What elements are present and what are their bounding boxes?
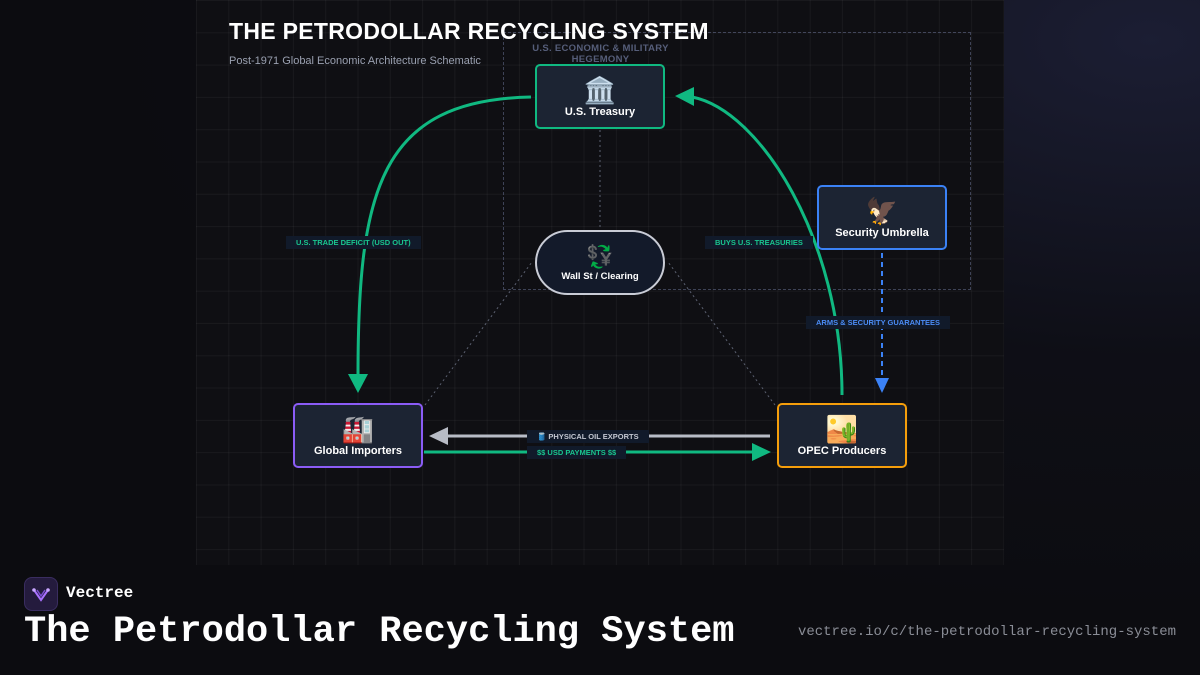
importers-node-label: Global Importers xyxy=(313,444,403,457)
global-importers-node[interactable]: 🏭 Global Importers xyxy=(293,403,423,468)
diagram-subtitle: Post-1971 Global Economic Architecture S… xyxy=(229,55,481,67)
trade-deficit-arrowhead xyxy=(348,374,368,393)
treasury-node-label: U.S. Treasury xyxy=(564,105,636,118)
buys-treasuries-label: BUYS U.S. TREASURIES xyxy=(705,236,813,249)
footer-url-link[interactable]: vectree.io/c/the-petrodollar-recycling-s… xyxy=(797,624,1176,640)
treasury-node[interactable]: 🏛️ U.S. Treasury xyxy=(535,64,665,129)
trade-deficit-arrow xyxy=(356,95,532,376)
importers-wallst-connector xyxy=(424,261,533,406)
opec-producers-node[interactable]: 🏜️ OPEC Producers xyxy=(777,403,907,468)
arms-guarantees-arrowhead xyxy=(875,378,889,393)
footer-brand-name: Vectree xyxy=(66,584,134,602)
footer-title: The Petrodollar Recycling System xyxy=(24,611,735,653)
opec-node-label: OPEC Producers xyxy=(797,444,887,457)
oil-exports-label: 🛢️ PHYSICAL OIL EXPORTS xyxy=(527,430,649,443)
factory-icon: 🏭 xyxy=(341,413,375,444)
hegemony-group-box xyxy=(503,32,971,290)
oil-exports-arrowhead xyxy=(429,427,448,445)
vectree-logo-mark xyxy=(32,588,50,602)
trade-deficit-label: U.S. TRADE DEFICIT (USD OUT) xyxy=(286,236,421,249)
buys-treasuries-arrowhead xyxy=(675,87,694,106)
usd-payments-arrowhead xyxy=(752,443,771,461)
diagram-title: THE PETRODOLLAR RECYCLING SYSTEM xyxy=(229,18,709,44)
eagle-icon: 🦅 xyxy=(865,195,899,226)
bank-icon: 🏛️ xyxy=(583,74,617,105)
wallst-node-label: Wall St / Clearing xyxy=(561,271,639,282)
hegemony-group-label: U.S. ECONOMIC & MILITARY HEGEMONY xyxy=(532,43,669,65)
opec-wallst-connector xyxy=(667,261,776,406)
arms-guarantees-label: ARMS & SECURITY GUARANTEES xyxy=(806,316,951,329)
security-umbrella-node[interactable]: 🦅 Security Umbrella xyxy=(817,185,947,250)
wallst-clearing-node[interactable]: 💱 Wall St / Clearing xyxy=(535,230,665,295)
buys-treasuries-arrow xyxy=(691,95,844,396)
currency-exchange-icon: 💱 xyxy=(586,244,614,269)
desert-icon: 🏜️ xyxy=(825,413,859,444)
security-node-label: Security Umbrella xyxy=(835,226,929,239)
usd-payments-label: $$ USD PAYMENTS $$ xyxy=(527,446,627,459)
vectree-logo-icon xyxy=(24,577,58,611)
